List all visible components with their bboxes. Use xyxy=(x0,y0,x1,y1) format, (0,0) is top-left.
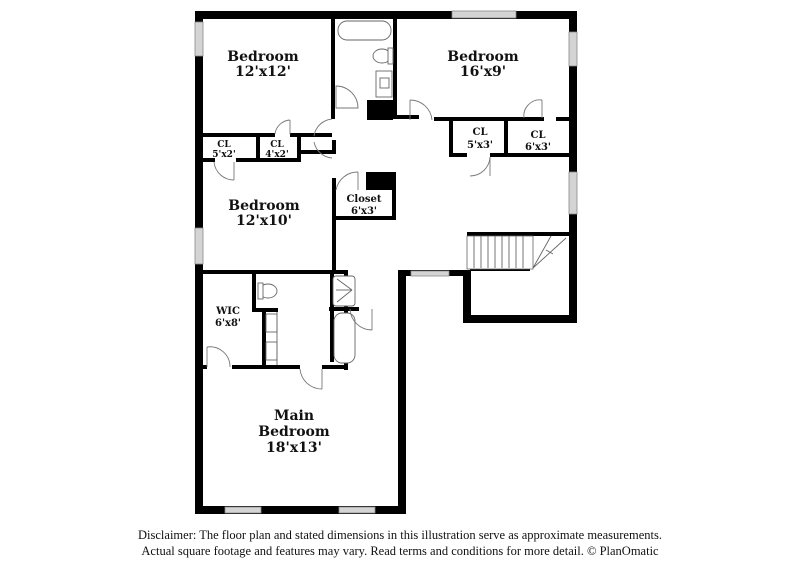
doors xyxy=(206,85,543,390)
room-dimensions: 5'x3' xyxy=(467,140,493,151)
window xyxy=(338,506,376,514)
disclaimer-line-2: Actual square footage and features may v… xyxy=(141,544,659,558)
room-name: CL xyxy=(270,140,284,150)
shower-icon xyxy=(332,275,356,307)
sink-icon xyxy=(265,313,278,333)
room-name: WIC xyxy=(215,306,240,317)
upper-bath-fixtures xyxy=(337,20,394,98)
room-dimensions: 6'x3' xyxy=(525,142,551,153)
door-swing xyxy=(299,368,323,390)
room-dimensions: 6'x3' xyxy=(351,206,377,217)
door-swing xyxy=(213,161,235,181)
window xyxy=(568,171,578,215)
door-swing xyxy=(313,118,333,137)
bathtub-icon xyxy=(333,312,356,364)
window xyxy=(224,506,262,514)
disclaimer: Disclaimer: The floor plan and stated di… xyxy=(0,527,800,559)
window xyxy=(410,270,450,277)
room-dimensions: 12'x10' xyxy=(236,213,292,229)
window xyxy=(194,21,204,57)
room-name: Bedroom xyxy=(447,49,519,65)
door-swing xyxy=(274,119,291,135)
bathtub-icon xyxy=(337,20,392,41)
room-dimensions: 6'x8' xyxy=(215,318,241,329)
door-swing xyxy=(409,99,433,121)
room-name: CL xyxy=(473,127,488,138)
door-swing xyxy=(335,85,359,109)
window xyxy=(451,10,517,19)
door-swing xyxy=(469,156,491,177)
door-swing xyxy=(335,171,359,191)
window xyxy=(194,227,204,265)
door-swing xyxy=(313,141,333,159)
room-name: Main xyxy=(274,408,314,424)
window xyxy=(568,31,578,67)
sink-icon xyxy=(265,341,278,361)
disclaimer-line-1: Disclaimer: The floor plan and stated di… xyxy=(138,528,662,542)
room-name: Bedroom xyxy=(228,198,300,214)
door-swing xyxy=(523,99,543,119)
room-name: Closet xyxy=(346,194,381,205)
door-swing xyxy=(349,308,373,331)
room-name: CL xyxy=(217,140,231,150)
staircase xyxy=(466,232,572,271)
room-dimensions: 18'x13' xyxy=(266,440,322,456)
room-dimensions: 5'x2' xyxy=(212,150,235,160)
main-bath-fixtures xyxy=(257,275,356,365)
room-labels: Bedroom 12'x12' Bedroom 16'x9' CL 5'x2' … xyxy=(212,49,551,456)
room-name: Bedroom xyxy=(227,49,299,65)
room-dimensions: 4'x2' xyxy=(265,150,288,160)
door-swing xyxy=(206,346,231,368)
room-name: CL xyxy=(531,130,546,141)
room-name: Bedroom xyxy=(258,424,330,440)
windows xyxy=(194,10,578,514)
room-dimensions: 12'x12' xyxy=(235,64,291,80)
room-dimensions: 16'x9' xyxy=(460,64,506,80)
interior-walls xyxy=(195,11,572,370)
